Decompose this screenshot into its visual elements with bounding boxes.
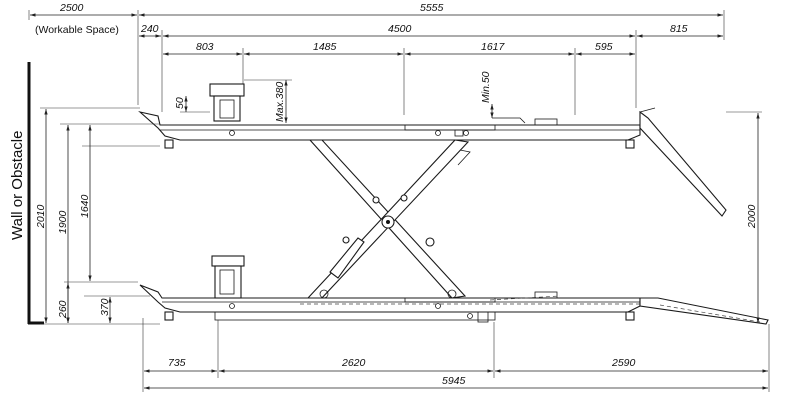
dim-ramp-top: 815 — [670, 23, 688, 35]
lower-platform — [139, 255, 641, 323]
ramps — [639, 107, 769, 325]
dim-pad-height: 50 — [174, 97, 186, 109]
dim-h-260: 260 — [57, 300, 69, 319]
wall-label: Wall or Obstacle — [9, 131, 26, 240]
dim-workable-width: 2500 — [59, 2, 84, 14]
upper-platform — [138, 83, 641, 149]
dim-platform-length: 4500 — [388, 23, 412, 35]
dim-seg-d: 595 — [595, 41, 613, 53]
pad-dimensions — [180, 79, 494, 123]
dim-bottom-735: 735 — [168, 357, 186, 369]
dim-left-offset: 240 — [140, 23, 159, 35]
dim-seg-a: 803 — [196, 41, 214, 53]
dim-overall-top: 5555 — [420, 2, 444, 14]
dim-h-2000: 2000 — [746, 204, 758, 229]
workable-space-label: (Workable Space) — [35, 24, 119, 36]
scissor-mechanism — [306, 139, 471, 301]
dim-bottom-2590: 2590 — [611, 357, 636, 369]
dim-h-2010: 2010 — [35, 204, 47, 229]
dim-min-gap: Min.50 — [480, 71, 492, 103]
dim-h-370: 370 — [99, 298, 111, 316]
dim-h-1640: 1640 — [79, 194, 91, 218]
dim-seg-c: 1617 — [481, 41, 506, 53]
top-dimensions — [28, 10, 725, 115]
dim-overall-bottom: 5945 — [442, 375, 466, 387]
wall-obstacle — [27, 62, 44, 325]
dim-bottom-2620: 2620 — [341, 357, 366, 369]
dim-h-1900: 1900 — [57, 210, 69, 234]
height-dimensions — [40, 107, 762, 325]
bottom-dimensions — [142, 318, 770, 392]
dim-seg-b: 1485 — [313, 41, 337, 53]
dim-max-pad: Max.380 — [274, 82, 286, 122]
